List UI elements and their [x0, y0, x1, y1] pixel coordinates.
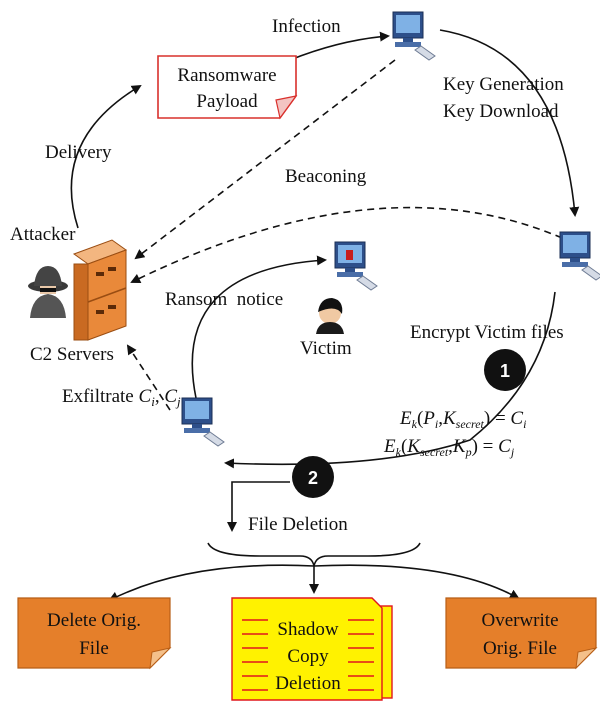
infected-computer-icon: [392, 11, 436, 61]
svg-text:2: 2: [308, 468, 318, 488]
key-generation-arrow: [439, 29, 580, 217]
infection-arrow: [289, 31, 390, 61]
ransomware-payload-box: [157, 55, 298, 120]
step-marker-2: 2: [292, 456, 334, 498]
file-deletion-arrow: [227, 481, 290, 532]
overwrite-line2: Orig. File: [483, 638, 557, 659]
overwrite-line1: Overwrite: [481, 610, 558, 631]
attacker-label: Attacker: [10, 224, 76, 245]
c2-servers-icon: [72, 239, 128, 341]
victim-workstation-icon: [559, 231, 600, 281]
svg-text:1: 1: [500, 361, 510, 381]
encrypted-computer-icon: [181, 397, 225, 447]
ransom-notice-label: Ransom notice: [165, 289, 283, 310]
step-marker-1: 1: [484, 349, 526, 391]
ransom-notice-arrow: [191, 255, 327, 399]
beaconing-arrow: [130, 206, 563, 283]
delivery-arrow: [70, 84, 142, 229]
branch-left-arrow: [108, 564, 315, 601]
hacker-icon: [28, 266, 68, 318]
exfiltrate-arrow: [126, 344, 171, 411]
beaconing-label: Beaconing: [285, 166, 367, 187]
branch-right-arrow: [313, 564, 520, 599]
delivery-label: Delivery: [45, 142, 112, 163]
shadow-copy-line1: Shadow: [277, 619, 339, 640]
file-deletion-label: File Deletion: [248, 514, 348, 535]
ransom-screen-computer-icon: [334, 241, 378, 291]
delete-orig-file-box: [17, 597, 172, 670]
equation-2: Ek(Ksecret,Kp) = Cj: [383, 436, 515, 459]
infection-label: Infection: [272, 16, 341, 37]
delete-orig-file-line1: Delete Orig.: [47, 610, 141, 631]
delete-orig-file-line2: File: [79, 638, 109, 659]
exfiltrate-label: Exfiltrate Ci, Cj: [62, 386, 181, 409]
shadow-copy-line2: Copy: [287, 646, 329, 667]
deletion-brace: [207, 542, 421, 567]
dashed-link-arrow: [134, 59, 396, 260]
victim-person-icon: [316, 298, 344, 334]
victim-label: Victim: [300, 338, 352, 359]
shadow-copy-line3: Deletion: [275, 673, 341, 694]
payload-label-line2: Payload: [196, 91, 258, 112]
encrypt-victim-files-label: Encrypt Victim files: [410, 322, 564, 343]
key-generation-label: Key Generation: [443, 74, 564, 95]
c2-servers-label: C2 Servers: [30, 344, 114, 365]
payload-label-line1: Ransomware: [177, 65, 276, 86]
key-download-label: Key Download: [443, 101, 559, 122]
equation-1: Ek(Pi,Ksecret) = Ci: [399, 408, 526, 431]
shadow-copy-deletion-box: [231, 597, 393, 701]
overwrite-orig-file-box: [445, 597, 598, 670]
